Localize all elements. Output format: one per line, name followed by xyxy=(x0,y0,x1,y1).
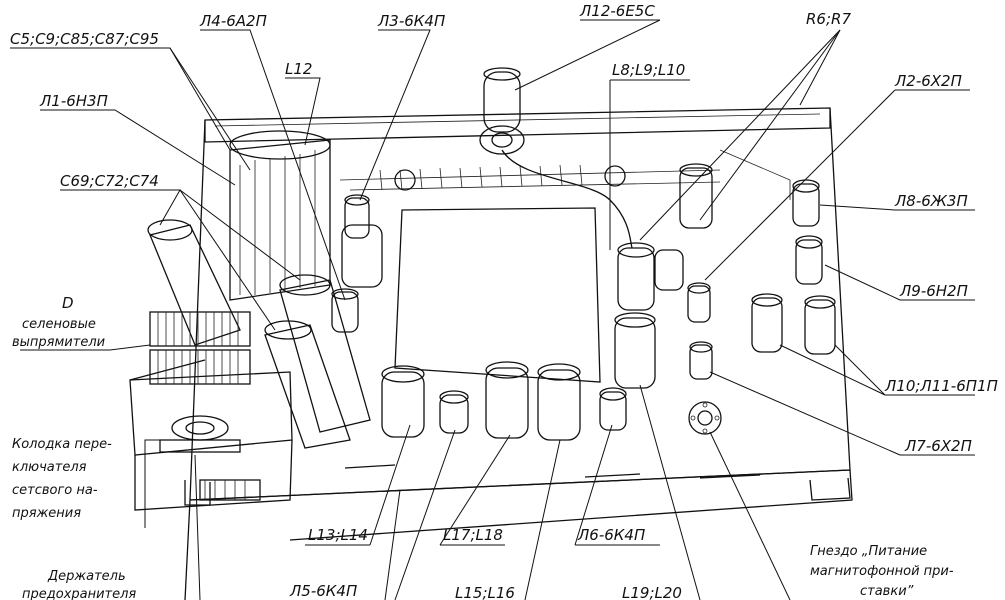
chassis xyxy=(129,107,853,600)
label-l17-l18: L17;L18 xyxy=(443,526,503,544)
label-r6-r7: R6;R7 xyxy=(806,10,851,28)
tube-l10-6p1p xyxy=(751,293,783,353)
tube-l7-6x2p xyxy=(689,341,713,380)
label-c5-c9: C5;C9;C85;C87;C95 xyxy=(10,30,159,48)
selenium-rectifiers xyxy=(149,311,251,385)
tube-l11-6p1p xyxy=(804,295,836,355)
chassis-front-face xyxy=(189,469,853,541)
label-gnezdo-1: Гнездо „Питание xyxy=(810,544,927,559)
tube-l4-6a2p xyxy=(331,288,359,333)
tube-l9-6n2p xyxy=(795,235,823,285)
label-kolodka-1: Колодка пере- xyxy=(12,437,112,452)
label-kolodka-2: ключателя xyxy=(12,460,87,475)
label-vypryamiteli: выпрямители xyxy=(12,335,105,350)
label-selenovye: селеновые xyxy=(22,317,96,332)
label-derzh-2: предохранителя xyxy=(22,587,136,600)
indicator-tube-6e5c xyxy=(479,67,633,249)
label-l5: Л5-6К4П xyxy=(289,582,357,600)
if-can-l13-l14 xyxy=(381,365,425,438)
if-can-l15-l16 xyxy=(485,361,529,439)
label-l15-l16: L15;L16 xyxy=(455,584,515,600)
label-l8-l9-l10: L8;L9;L10 xyxy=(612,61,685,79)
label-l12: Л12-6Е5С xyxy=(579,2,655,20)
label-l3: Л3-6К4П xyxy=(377,12,445,30)
label-l9: Л9-6Н2П xyxy=(899,282,968,300)
tape-power-socket xyxy=(688,401,722,435)
label-c69: C69;C72;C74 xyxy=(60,172,159,190)
label-l4: Л4-6А2П xyxy=(199,12,267,30)
tube-rear-right xyxy=(679,163,713,229)
label-derzh-1: Держатель xyxy=(47,569,126,584)
tube-l5-6k4p xyxy=(439,390,469,434)
leader-lines xyxy=(10,19,975,600)
label-kolodka-4: пряжения xyxy=(12,506,81,521)
if-can-l19-l20 xyxy=(614,312,656,389)
chassis-hatching xyxy=(379,164,583,191)
label-gnezdo-2: магнитофонной при- xyxy=(810,564,954,579)
label-l6: Л6-6К4П xyxy=(577,526,645,544)
if-can-l17-l18 xyxy=(537,363,581,441)
label-l2: Л2-6Х2П xyxy=(894,72,962,90)
label-gnezdo-3: ставки” xyxy=(860,584,914,599)
labels: C5;C9;C85;C87;C95 Л4-6А2П Л3-6К4П Л12-6Е… xyxy=(10,2,998,600)
label-l7: Л7-6Х2П xyxy=(904,437,972,455)
label-l19-l20: L19;L20 xyxy=(622,584,682,600)
grommet-right xyxy=(604,165,626,187)
capacitors-c69-c72-c74 xyxy=(147,219,371,449)
label-l8-tube: Л8-6Ж3П xyxy=(894,192,968,210)
tube-l3-6k4p xyxy=(341,194,383,288)
tube-l8-6zh3p xyxy=(792,179,820,227)
chassis-front-left-edge xyxy=(184,499,191,600)
tube-l6-6k4p xyxy=(599,387,627,431)
if-can-l8-l9-l10 xyxy=(617,242,684,311)
chassis-back-rail xyxy=(204,108,831,143)
label-l10-l11: Л10;Л11-6П1П xyxy=(884,377,998,395)
label-d: D xyxy=(62,294,74,312)
mains-voltage-selector xyxy=(159,415,241,453)
front-slots xyxy=(344,464,761,479)
tube-l2-6x2p xyxy=(687,282,711,323)
fuse-holder xyxy=(199,479,261,501)
label-l13-l14: L13;L14 xyxy=(308,526,368,544)
label-kolodka-3: сетсвого на- xyxy=(12,483,98,498)
label-l12-coil: L12 xyxy=(285,60,312,78)
central-panel xyxy=(394,207,601,383)
label-l1: Л1-6Н3П xyxy=(39,92,108,110)
grommet-left xyxy=(394,169,416,191)
